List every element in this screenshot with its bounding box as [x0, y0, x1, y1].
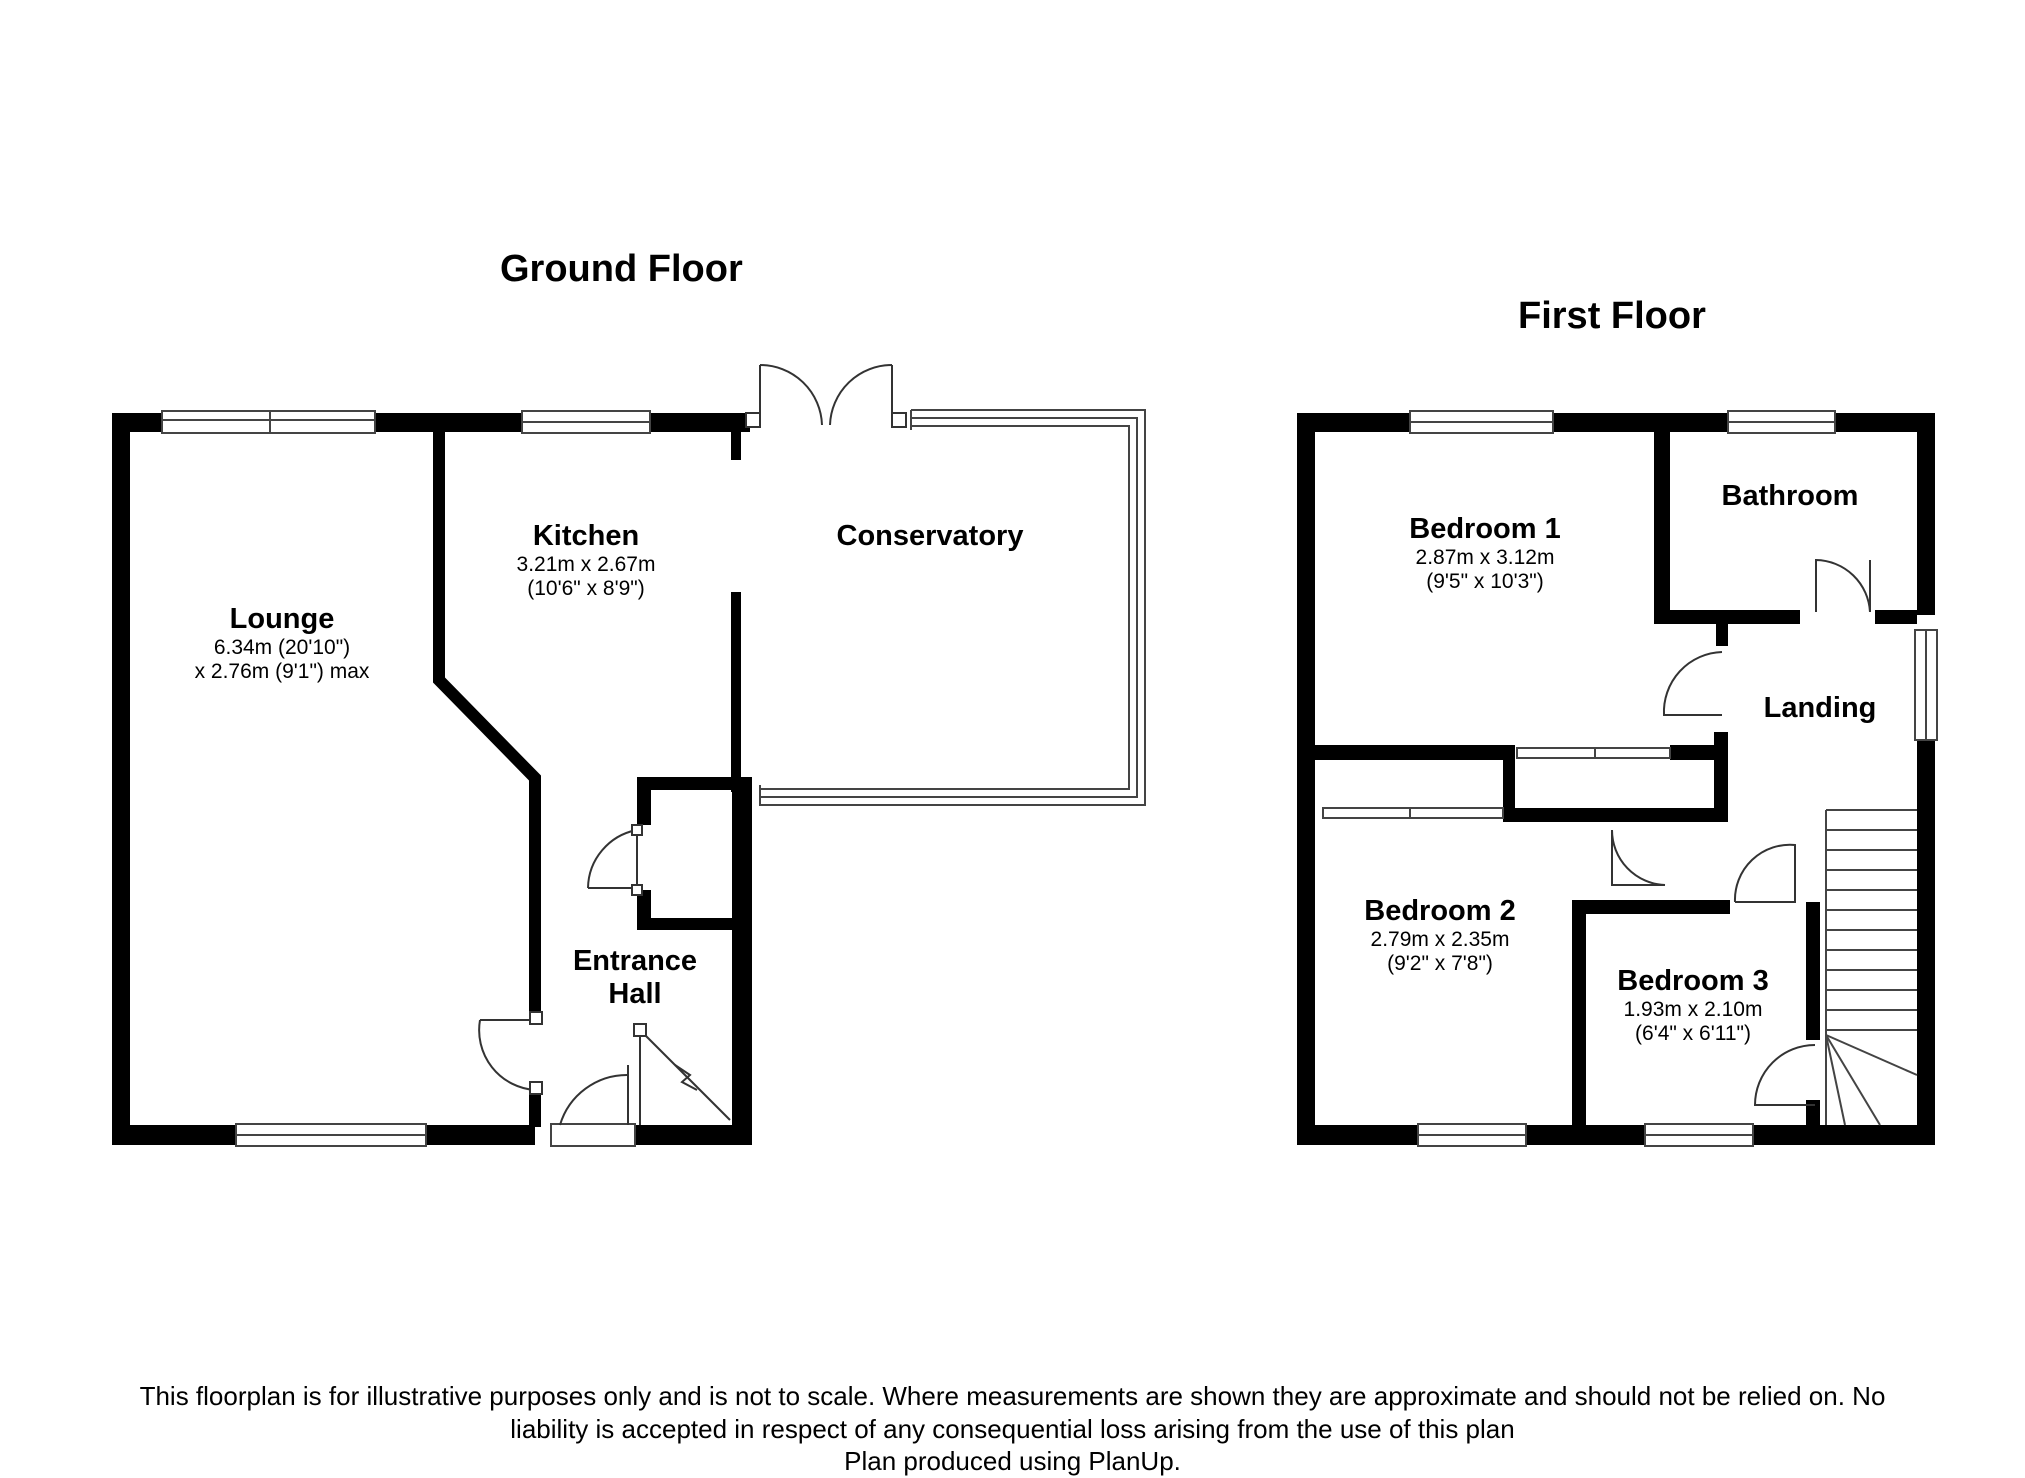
- bedroom3-name: Bedroom 3: [1617, 965, 1769, 997]
- front-door: [559, 1065, 629, 1126]
- kitchen-dim2: (10'6" x 8'9"): [527, 577, 645, 601]
- ground-floor-plan: [112, 364, 1146, 1147]
- bathroom-walls: [1654, 432, 1917, 624]
- first-windows: [1409, 410, 1938, 1147]
- kitchen-conservatory-wall-upper: [731, 432, 741, 460]
- disclaimer-line3: Plan produced using PlanUp.: [844, 1446, 1181, 1476]
- bedroom2-dim1: 2.79m x 2.35m: [1370, 928, 1510, 952]
- bedroom2-door: [1611, 829, 1666, 886]
- first-staircase: [1825, 809, 1918, 1126]
- bedroom2-name: Bedroom 2: [1364, 895, 1516, 927]
- cupboard-door: [587, 824, 643, 896]
- kitchen-conservatory-wall-lower: [731, 592, 741, 792]
- bathroom-name: Bathroom: [1721, 480, 1859, 512]
- bedroom1-dim2: (9'5" x 10'3"): [1426, 570, 1544, 594]
- bedroom2-dim2: (9'2" x 7'8"): [1387, 952, 1493, 976]
- landing-label: Landing: [1730, 692, 1910, 725]
- hall-cupboard-walls: [637, 777, 752, 930]
- bedroom3-door: [1733, 843, 1796, 903]
- lounge-name: Lounge: [229, 603, 335, 635]
- ground-stairs: [633, 1023, 731, 1125]
- lounge-dim2: x 2.76m (9'1") max: [194, 660, 370, 684]
- ground-floor-bottom-right-wall: [632, 1125, 752, 1145]
- kitchen-name: Kitchen: [532, 520, 640, 552]
- entrance-hall-name2: Hall: [608, 978, 662, 1011]
- bedroom3-dim2: (6'4" x 6'11"): [1635, 1022, 1751, 1046]
- first-doors: [1611, 558, 1871, 1106]
- disclaimer-line1: This floorplan is for illustrative purpo…: [139, 1381, 1886, 1411]
- lounge-dim1: 6.34m (20'10"): [213, 636, 351, 660]
- landing-name: Landing: [1763, 692, 1877, 724]
- wardrobe-sliding-doors: [1322, 747, 1671, 819]
- lounge-rear-window: [161, 410, 376, 434]
- conservatory-label: Conservatory: [820, 520, 1040, 553]
- lounge-label: Lounge 6.34m (20'10") x 2.76m (9'1") max: [182, 603, 382, 685]
- bedroom1-label: Bedroom 1 2.87m x 3.12m (9'5" x 10'3"): [1385, 513, 1585, 595]
- entrance-door-frame: [550, 1123, 636, 1147]
- bathroom-label: Bathroom: [1690, 480, 1890, 513]
- kitchen-dim1: 3.21m x 2.67m: [516, 553, 656, 577]
- disclaimer-line2: liability is accepted in respect of any …: [510, 1413, 1515, 1444]
- conservatory-name: Conservatory: [836, 520, 1024, 552]
- bedroom3-dim1: 1.93m x 2.10m: [1623, 998, 1763, 1022]
- ground-windows: [161, 410, 651, 1147]
- landing-wall-stub: [1716, 622, 1728, 646]
- first-floor-plan: [1297, 410, 1938, 1147]
- bedroom1-door: [1662, 651, 1723, 716]
- wardrobe-walls: [1315, 732, 1728, 822]
- entrance-hall-name1: Entrance: [572, 945, 698, 977]
- stairs-door: [1753, 1044, 1816, 1106]
- ground-floor-right-wall: [732, 777, 752, 1145]
- hall-wall-lower: [529, 1090, 541, 1127]
- first-floor-title: First Floor: [1518, 295, 1706, 337]
- kitchen-label: Kitchen 3.21m x 2.67m (10'6" x 8'9"): [486, 520, 686, 602]
- bedroom2-label: Bedroom 2 2.79m x 2.35m (9'2" x 7'8"): [1340, 895, 1540, 977]
- bathroom-door: [1815, 558, 1871, 613]
- lounge-kitchen-wall: [433, 432, 541, 1012]
- ground-floor-title: Ground Floor: [500, 248, 743, 290]
- lounge-door: [478, 1011, 543, 1095]
- bedroom3-label: Bedroom 3 1.93m x 2.10m (6'4" x 6'11"): [1593, 965, 1793, 1047]
- conservatory-french-doors: [745, 364, 907, 428]
- conservatory-frame: [759, 409, 1146, 806]
- entrance-hall-label: Entrance Hall: [540, 945, 730, 1012]
- disclaimer: This floorplan is for illustrative purpo…: [40, 1380, 1985, 1478]
- bedroom1-dim1: 2.87m x 3.12m: [1415, 546, 1555, 570]
- bedroom1-name: Bedroom 1: [1409, 513, 1561, 545]
